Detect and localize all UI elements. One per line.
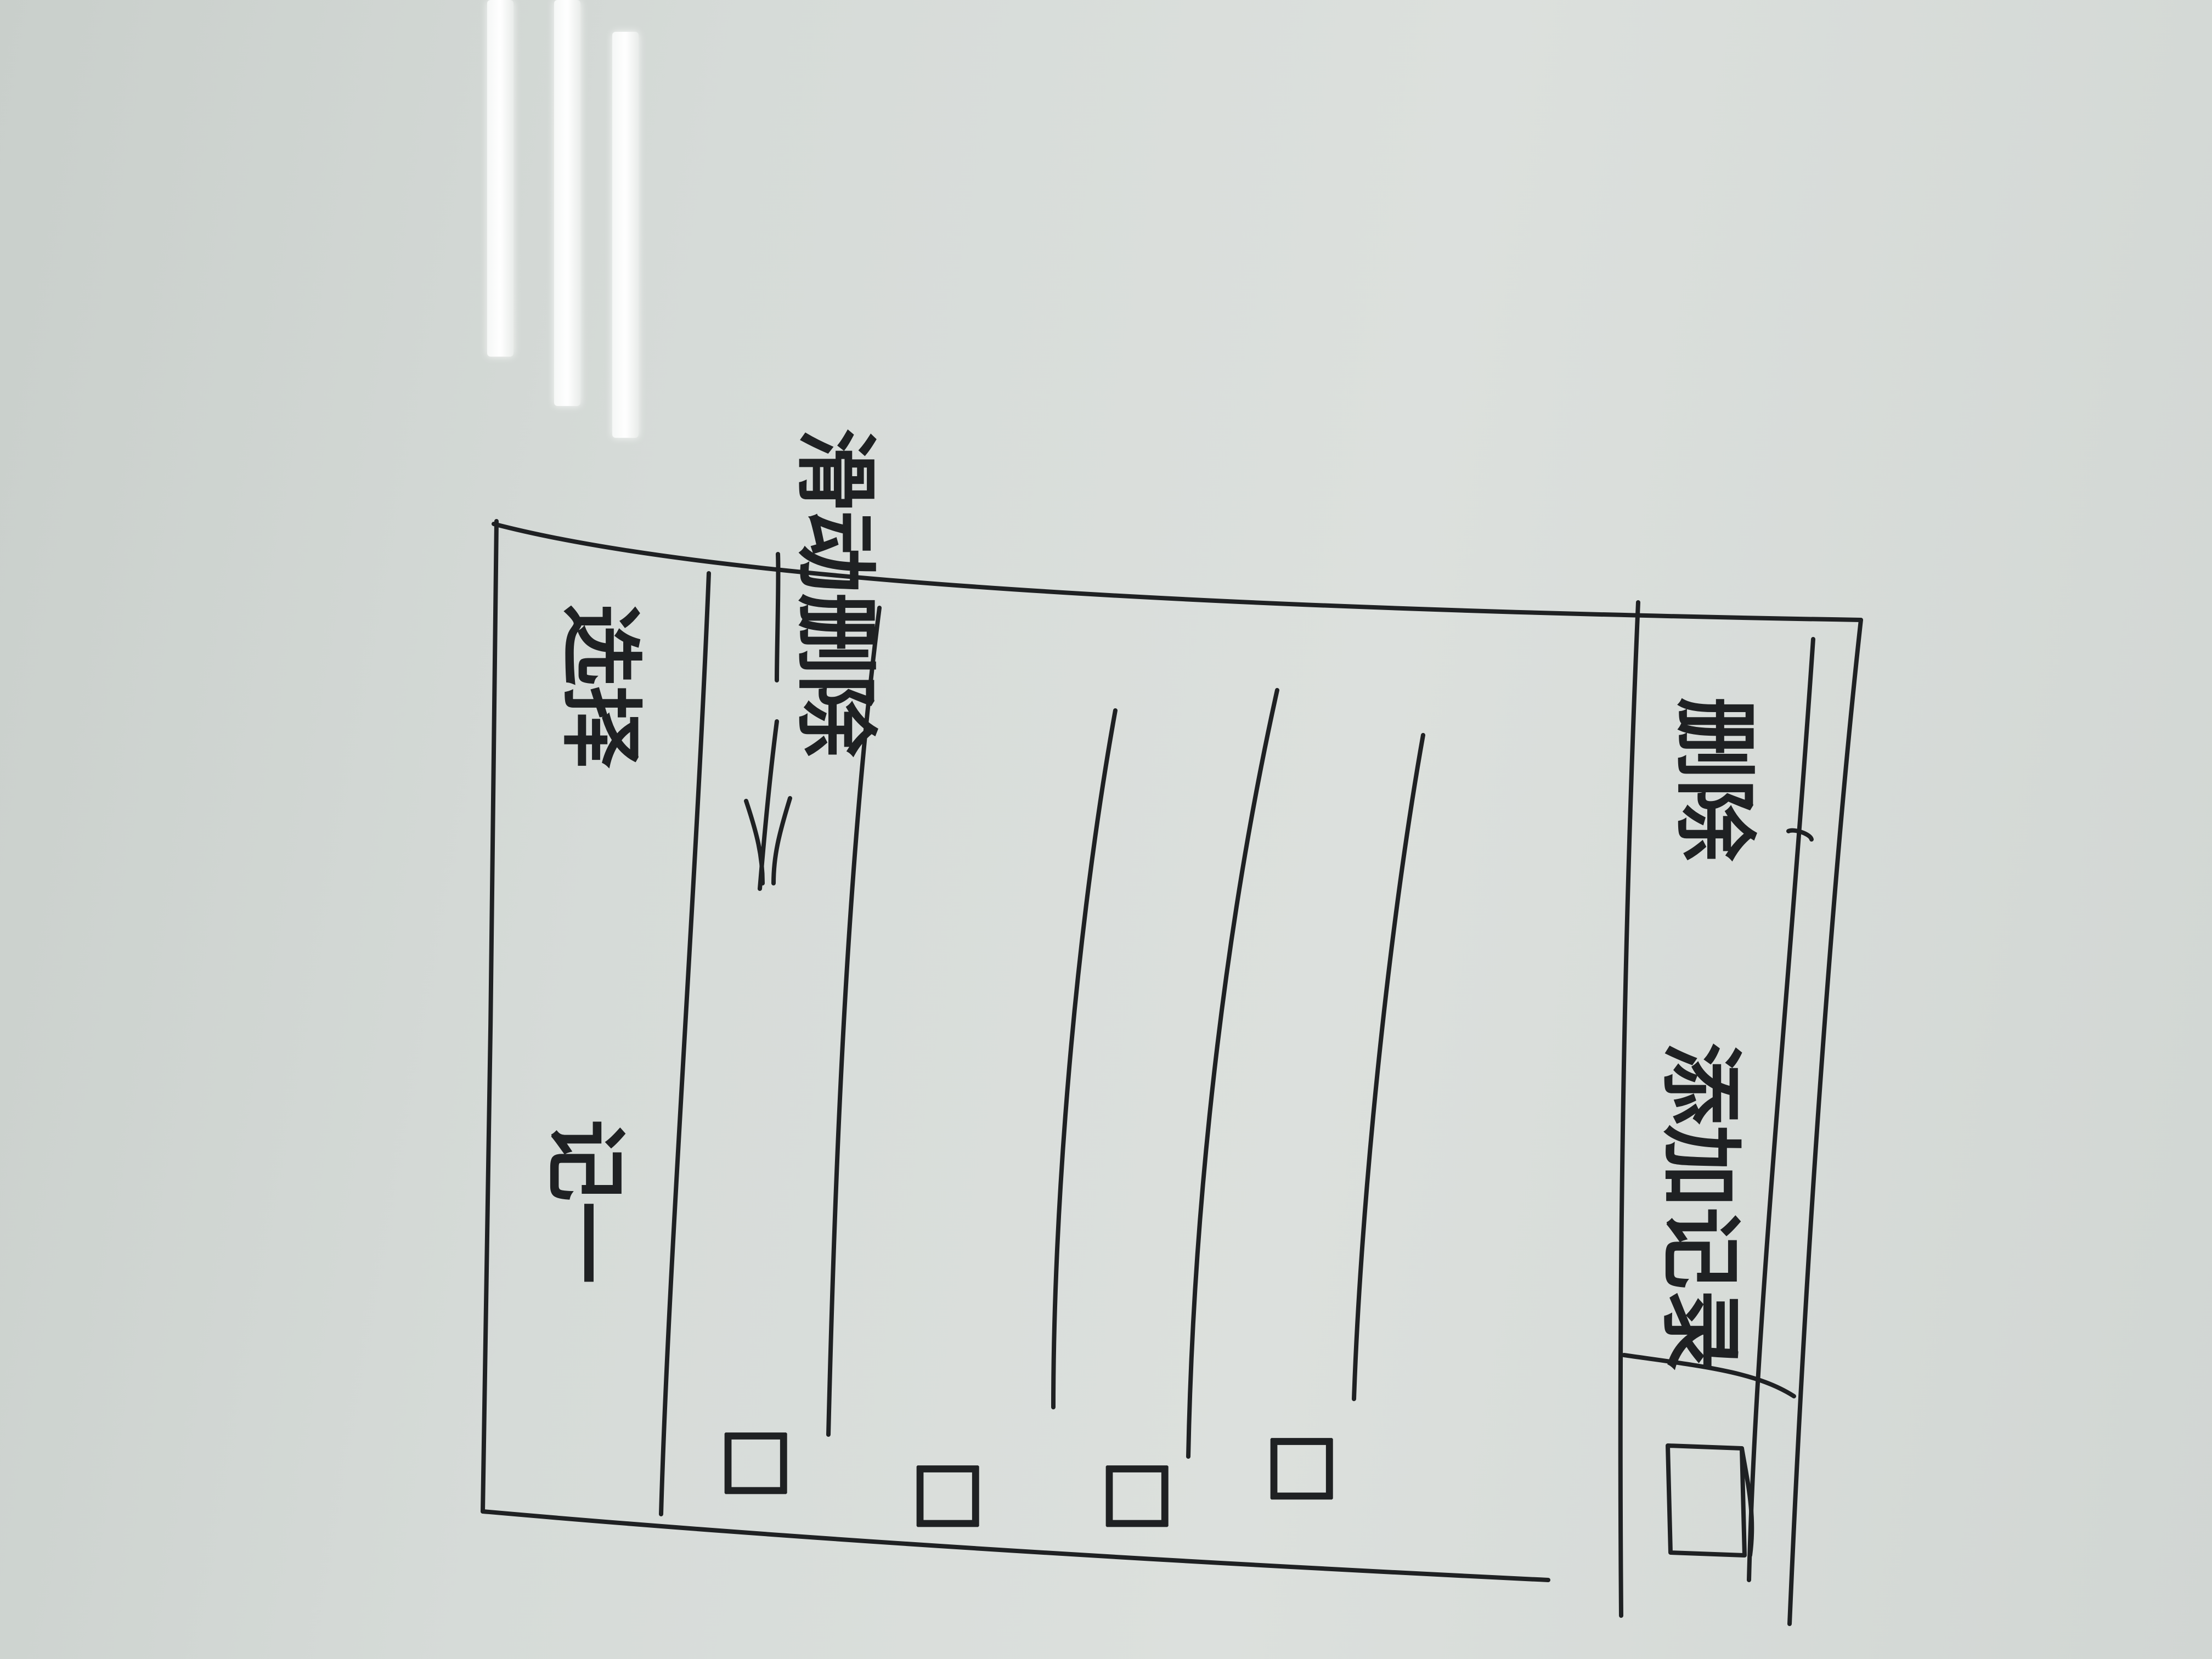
footer-divider [1618,600,1640,1618]
list-row-icon: ☐ [706,1426,803,1500]
header-action: 选择 [552,603,649,769]
list-row-icon: ☐ [1087,1459,1184,1533]
sketch-outline-top [492,522,1863,622]
sketch-outline-left [481,519,499,1514]
header-title: 记一 [537,1119,634,1284]
sketch-outline-bottom [481,1509,1550,1582]
light-reflection [487,0,514,357]
footer-right-label: 删除 [1666,697,1763,862]
list-row-icon: ☐ [898,1459,995,1533]
swipe-note-connector [775,552,781,682]
light-reflection [612,32,639,438]
list-row-line [1051,708,1118,1409]
light-reflection [554,0,580,406]
swipe-arrow-head [744,796,792,885]
list-row-line [826,606,882,1437]
footer-icon-box-fold [1740,1446,1754,1558]
footer-left-label: 添加记录 [1652,1042,1749,1372]
list-row-icon: ☐ [1252,1432,1348,1506]
header-divider [659,571,711,1516]
list-row-line [1352,733,1425,1401]
footer-left-line [1622,1353,1796,1398]
footer-mid-line [1786,828,1814,842]
footer-inner-line [1747,637,1815,1582]
sketch-outline-right [1787,618,1863,1626]
swipe-note: 滑动删除 [787,428,884,758]
footer-icon-box [1666,1443,1747,1558]
list-row-line [1186,688,1279,1459]
